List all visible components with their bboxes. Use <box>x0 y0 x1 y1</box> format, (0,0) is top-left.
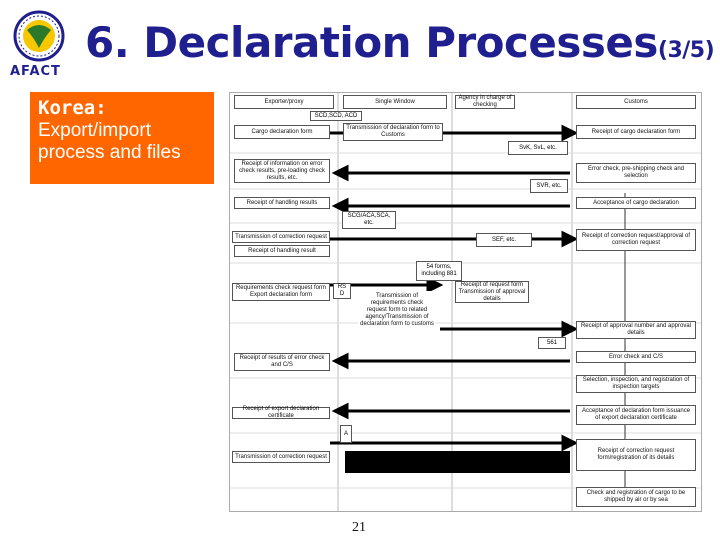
page-title: 6. Declaration Processes(3/5) <box>85 18 715 67</box>
box-receipt-correction-form: Receipt of correction request form/regis… <box>576 439 696 471</box>
diagram-lines <box>230 93 701 511</box>
box-transmission-requirements: Transmission of requirements check reque… <box>358 291 436 329</box>
column-header-agency: Agency in charge of checking <box>455 95 515 109</box>
box-check-registration-cargo: Check and registration of cargo to be sh… <box>576 487 696 507</box>
box-transmission-correction: Transmission of correction request <box>232 451 330 463</box>
note-scg: SCG/ACA,SCA, etc. <box>342 211 396 229</box>
note-scd: SCD,SCD, ACD <box>310 111 362 121</box>
page-number: 21 <box>352 520 366 535</box>
box-transmission-correction-request: Transmission of correction request <box>232 231 330 243</box>
side-panel-heading: Korea: <box>38 97 107 119</box>
side-panel: Korea: Export/import process and files <box>30 92 214 184</box>
box-error-check-selection: Error check, pre-shipping check and sele… <box>576 163 696 183</box>
note-sef: SEF, etc. <box>476 233 532 247</box>
box-receipt-request-form: Receipt of request form Transmission of … <box>455 281 529 303</box>
afact-logo: AFACT <box>8 8 70 84</box>
box-acceptance-cargo-declaration: Acceptance of cargo declaration <box>576 197 696 209</box>
box-receipt-correction-request: Receipt of correction request/approval o… <box>576 229 696 251</box>
column-header-customs: Customs <box>576 95 696 109</box>
note-a: A <box>340 425 352 443</box>
box-receipt-error-check-info: Receipt of information on error check re… <box>234 159 330 183</box>
note-54-forms: 54 forms, including 881 <box>416 261 462 281</box>
title-main: 6. Declaration Processes <box>85 18 658 67</box>
box-transmission-declaration: Transmission of declaration form to Cust… <box>343 123 443 141</box>
logo-text: AFACT <box>10 64 61 79</box>
box-receipt-approval-number: Receipt of approval number and approval … <box>576 321 696 339</box>
box-receipt-handling-results: Receipt of handling results <box>234 197 330 209</box>
box-error-check-cs: Error check and C/S <box>576 351 696 363</box>
box-receipt-handling-result: Receipt of handling result <box>234 245 330 257</box>
column-header-exporter: Exporter/proxy <box>234 95 334 109</box>
box-acceptance-declaration-form: Acceptance of declaration form issuance … <box>576 405 696 425</box>
process-diagram: Exporter/proxy Single Window Agency in c… <box>229 92 702 512</box>
side-panel-body: Export/import process and files <box>38 120 181 163</box>
box-receipt-cargo-declaration: Receipt of cargo declaration form <box>576 125 696 139</box>
box-receipt-export-certificate: Receipt of export declaration certificat… <box>232 406 330 419</box>
note-svk: SvK, SvL, etc. <box>508 141 568 155</box>
box-requirements-check-request: Requirements check request form Export d… <box>232 283 330 301</box>
column-header-single-window: Single Window <box>343 95 447 109</box>
box-selection-inspection: Selection, inspection, and registration … <box>576 375 696 393</box>
note-svr: SVR, etc. <box>530 179 568 193</box>
note-rs: RS D <box>333 283 351 299</box>
box-receipt-results-error-check: Receipt of results of error check and C/… <box>234 353 330 371</box>
note-561: 561 <box>538 337 566 349</box>
box-cargo-declaration-form: Cargo declaration form <box>234 125 330 139</box>
title-sub: (3/5) <box>657 38 715 63</box>
